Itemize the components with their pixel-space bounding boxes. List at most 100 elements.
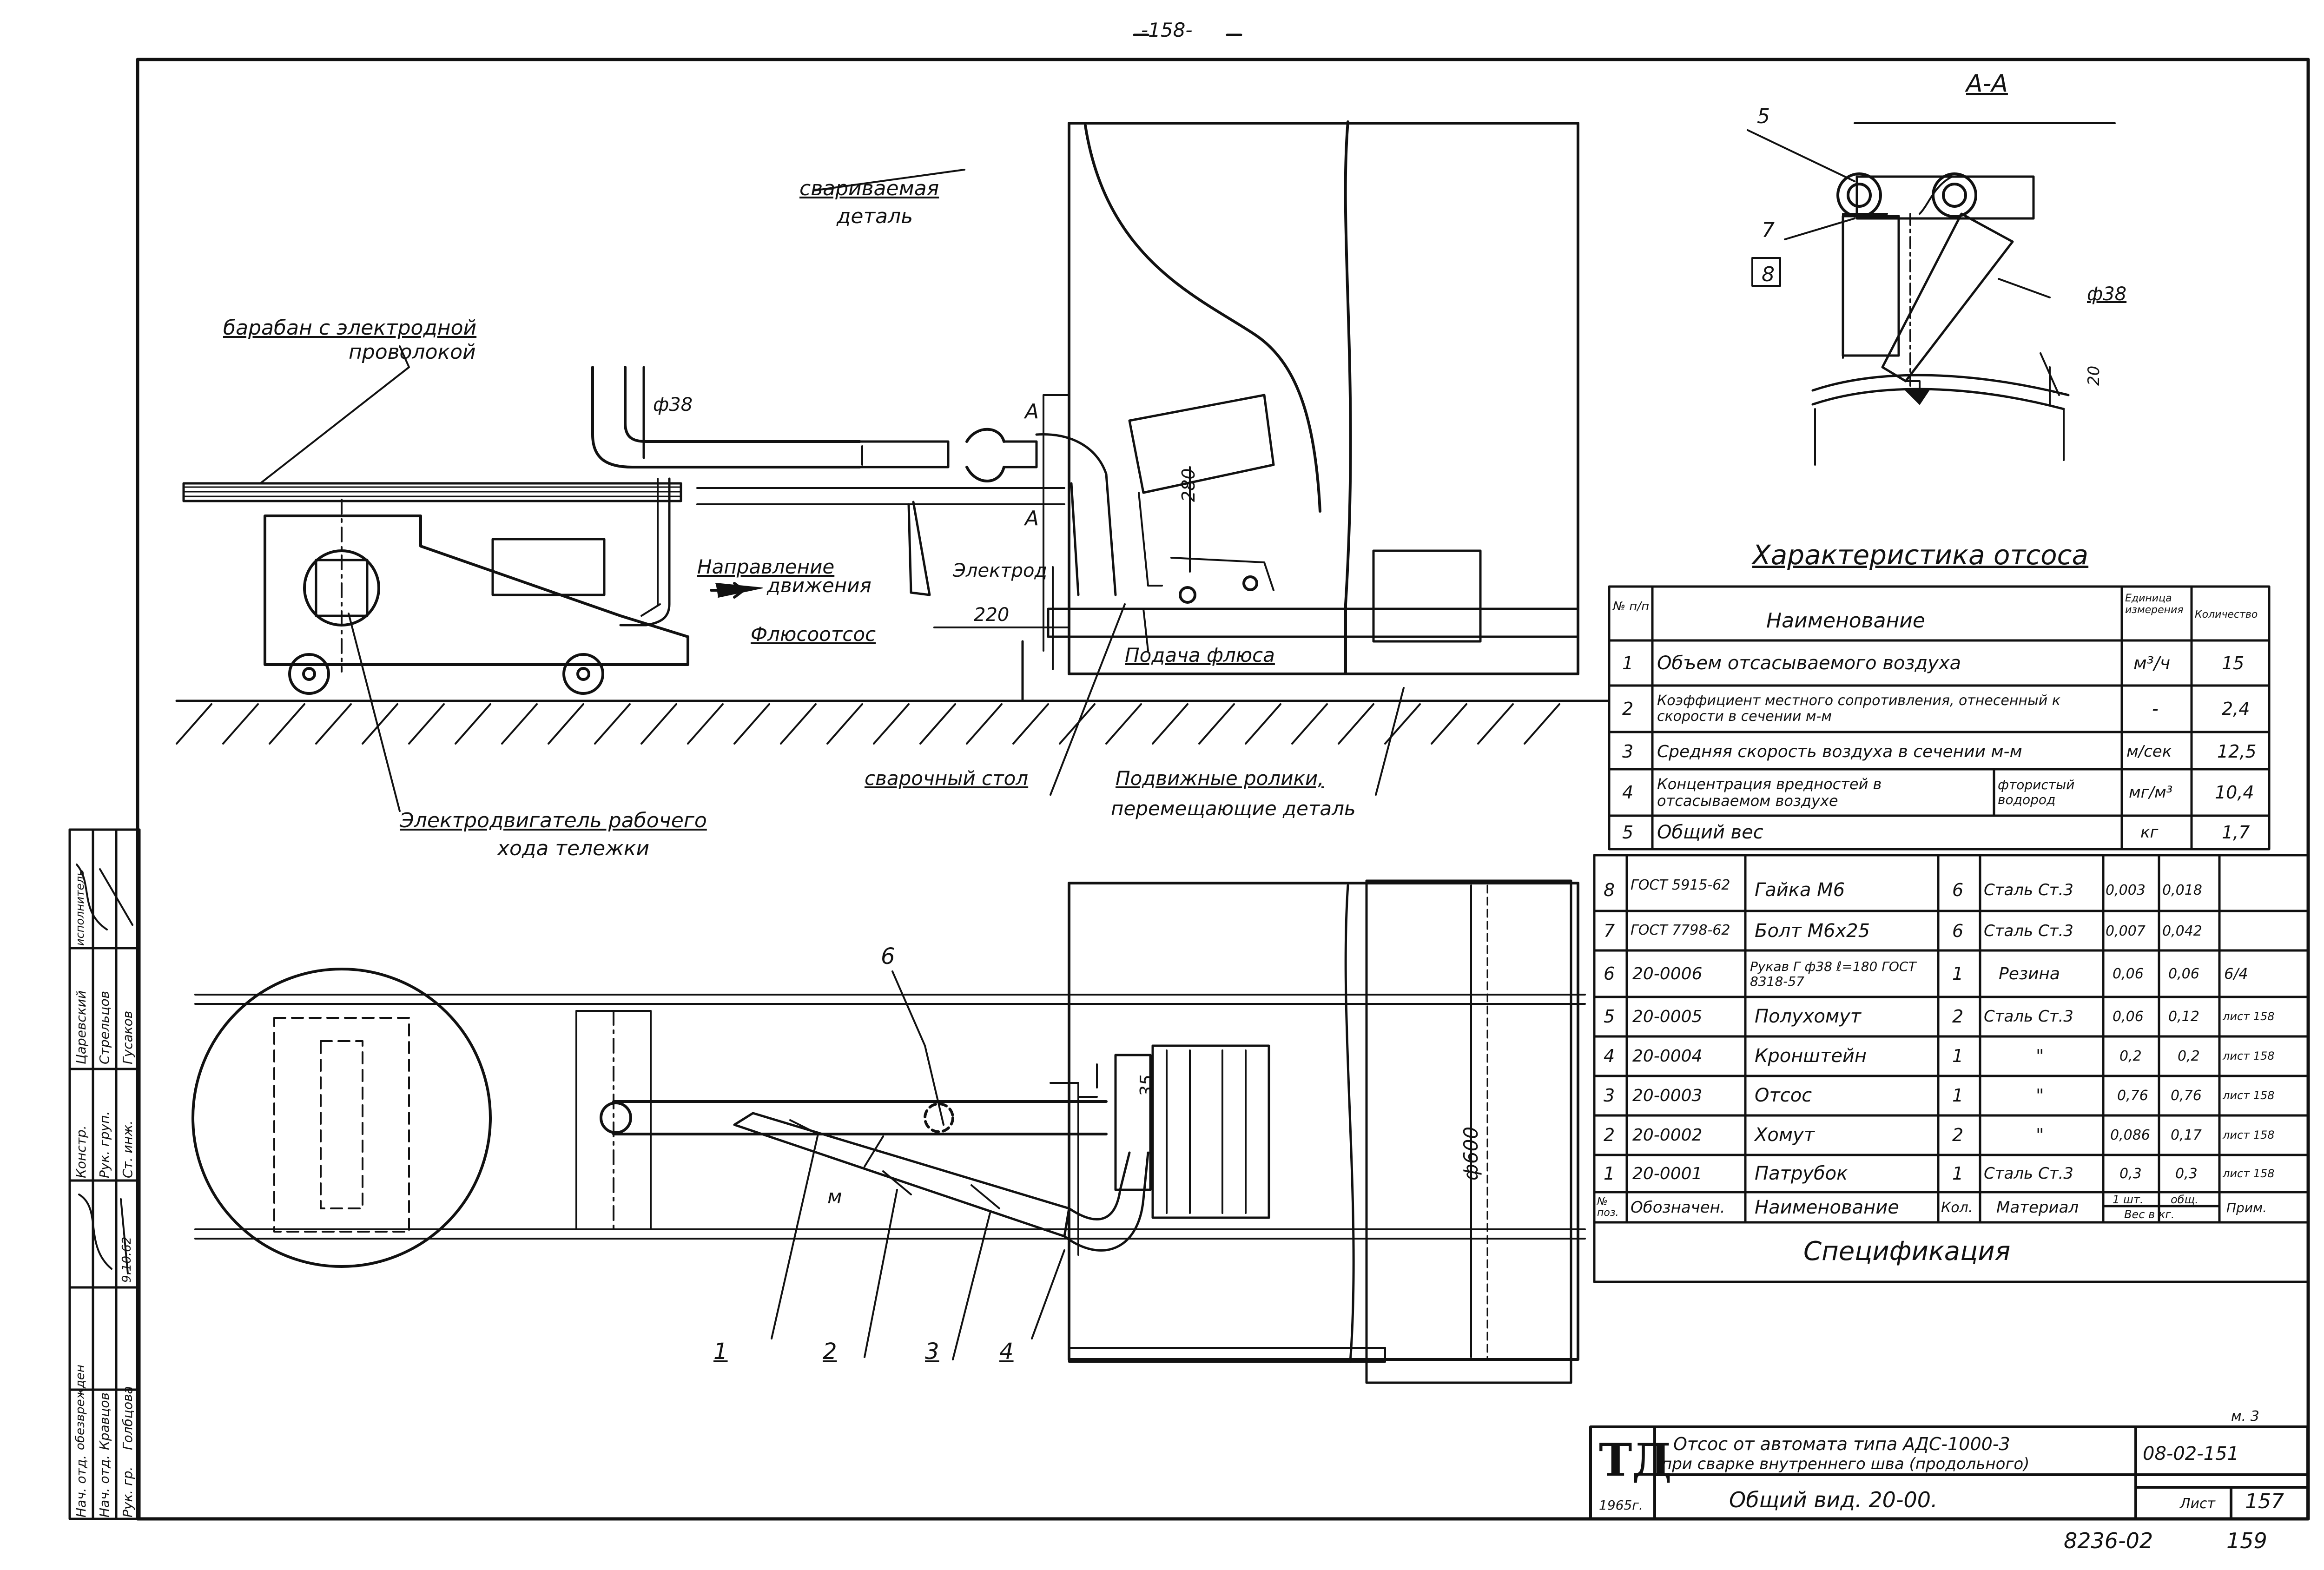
sig-name-tsarevsky: Царевский — [73, 990, 89, 1064]
spec-row-2-pos: 2 — [1604, 1125, 1615, 1145]
spec-row-5-pos: 5 — [1604, 1006, 1615, 1027]
spec-row-8-name: Гайка М6 — [1755, 879, 1845, 901]
dim-280: 280 — [1178, 468, 1199, 502]
spec-row-7-qty: 6 — [1952, 921, 1964, 941]
rollers-label-2: перемещающие деталь — [1111, 797, 1356, 820]
char-row-2-name: Коэффициент местного сопротивления, отне… — [1657, 693, 2060, 725]
plan-view — [193, 881, 1585, 1383]
spec-row-3-w1: 0,76 — [2117, 1087, 2148, 1104]
sig-mark-2: исполнитель — [73, 869, 86, 946]
callout-7: 7 — [1762, 218, 1775, 242]
char-row-3-value: 12,5 — [2217, 741, 2257, 762]
sig-mark-1: обезврежден — [73, 1365, 87, 1450]
section-a-a-title: А-А — [1966, 70, 2008, 98]
callout-5: 5 — [1757, 105, 1770, 128]
callout-6: 6 — [881, 943, 895, 970]
spec-row-3-qty: 1 — [1952, 1085, 1964, 1106]
mm-label: м — [827, 1185, 842, 1208]
spec-row-6-qty: 1 — [1952, 963, 1964, 984]
d38-left-label: ф38 — [653, 394, 693, 416]
char-row-3-num: 3 — [1622, 741, 1634, 762]
specification-table-grid — [1594, 855, 2308, 1282]
page-number-top: -158- — [1141, 19, 1193, 41]
sig-role-konstr: Констр. — [73, 1125, 89, 1178]
spec-row-3-w2: 0,76 — [2171, 1087, 2202, 1104]
spec-row-7-name: Болт М6х25 — [1755, 920, 1870, 942]
char-row-5-unit: кг — [2140, 823, 2159, 842]
title-block-title-1: Отсос от автомата типа АДС-1000-3 — [1673, 1434, 2010, 1454]
title-block-sheet: 157 — [2245, 1490, 2284, 1513]
spec-row-7-designation: ГОСТ 7798-62 — [1631, 922, 1730, 938]
char-row-4-name: Концентрация вредностей в отсасываемом в… — [1657, 775, 1882, 810]
callout-1: 1 — [713, 1339, 728, 1365]
spec-row-7-material: Сталь Ст.3 — [1984, 922, 2073, 940]
char-row-3-name: Средняя скорость воздуха в сечении м-м — [1657, 742, 2022, 761]
spec-row-5-w1: 0,06 — [2113, 1008, 2144, 1025]
spec-row-1-name: Патрубок — [1755, 1163, 1848, 1184]
spec-row-1-pos: 1 — [1604, 1163, 1615, 1184]
callout-3: 3 — [925, 1339, 939, 1365]
spec-row-2-material: " — [2036, 1125, 2044, 1145]
footer-page: 159 — [2226, 1528, 2267, 1553]
char-row-4-unit: мг/м³ — [2129, 783, 2173, 802]
spec-header-weight-label: Вес в кг. — [2124, 1208, 2175, 1221]
spec-row-6-w1: 0,06 — [2113, 965, 2144, 982]
section-a-bottom: А — [1025, 507, 1039, 530]
spec-row-7-pos: 7 — [1604, 921, 1615, 941]
spec-row-3-note: лист 158 — [2223, 1089, 2275, 1102]
char-header-name: Наименование — [1766, 608, 1925, 633]
char-row-2-num: 2 — [1622, 699, 1634, 719]
char-row-5-num: 5 — [1622, 822, 1634, 843]
spec-header-note: Прим. — [2226, 1200, 2267, 1215]
spec-row-8-material: Сталь Ст.3 — [1984, 881, 2073, 899]
spec-row-8-qty: 6 — [1952, 880, 1964, 900]
title-block-sheet-label: Лист — [2180, 1496, 2216, 1512]
spec-row-1-material: Сталь Ст.3 — [1984, 1164, 2073, 1183]
spec-row-5-designation: 20-0005 — [1632, 1007, 1703, 1026]
spec-row-4-material: " — [2036, 1046, 2044, 1066]
spec-header-weight-total: общ. — [2171, 1193, 2199, 1206]
spec-row-3-pos: 3 — [1604, 1085, 1615, 1106]
char-row-4-note: фтористый водород — [1998, 777, 2075, 807]
sig-role-nach-otd-2: Нач. отд. — [97, 1455, 112, 1517]
footer-code: 8236-02 — [2064, 1528, 2153, 1553]
spec-row-4-note: лист 158 — [2223, 1049, 2275, 1062]
spec-row-1-note: лист 158 — [2223, 1167, 2275, 1180]
char-header-unit: Единица измерения — [2125, 593, 2184, 616]
rollers-label-1: Подвижные ролики, — [1116, 767, 1324, 790]
spec-row-5-note: лист 158 — [2223, 1010, 2275, 1023]
char-row-5-value: 1,7 — [2222, 822, 2250, 843]
sig-name-golbtsova: Голбцова — [120, 1386, 135, 1450]
spec-row-6-w2: 0,06 — [2168, 965, 2199, 982]
title-block-grid — [1591, 1427, 2308, 1519]
spec-row-6-pos: 6 — [1604, 963, 1615, 984]
welded-part-label-2: деталь — [837, 204, 913, 228]
signature-strip-grid — [70, 830, 139, 1519]
spec-row-5-material: Сталь Ст.3 — [1984, 1007, 2073, 1026]
spec-row-7-w1: 0,007 — [2106, 923, 2146, 939]
title-block-scale: м. 3 — [2231, 1408, 2259, 1425]
spec-row-4-qty: 1 — [1952, 1046, 1964, 1066]
spec-header-weight-unit: 1 шт. — [2113, 1193, 2144, 1206]
spec-row-2-note: лист 158 — [2223, 1128, 2275, 1141]
sig-role-ruk-gr: Рук. гр. — [120, 1466, 135, 1517]
spec-row-6-name: Рукав Г ф38 ℓ=180 ГОСТ 8318-57 — [1750, 958, 1916, 989]
spec-row-5-qty: 2 — [1952, 1006, 1964, 1027]
title-block-subtitle: Общий вид. 20-00. — [1729, 1487, 1938, 1512]
flux-feed-label: Подача флюса — [1125, 644, 1275, 666]
spec-row-2-designation: 20-0002 — [1632, 1125, 1703, 1145]
motor-label-1: Электродвигатель рабочего — [400, 809, 707, 832]
char-row-1-unit: м³/ч — [2133, 653, 2171, 673]
welding-table-label: сварочный стол — [865, 767, 1029, 790]
sig-mark-date: 9.10.62 — [120, 1236, 134, 1283]
electrode-label: Электрод — [953, 560, 1048, 581]
char-row-3-unit: м/сек — [2126, 742, 2172, 761]
direction-label-1: Направление — [697, 555, 835, 578]
title-block-year: 1965г. — [1599, 1497, 1643, 1513]
spec-row-6-note: 6/4 — [2224, 965, 2248, 983]
flux-suction-label: Флюсоотсос — [751, 623, 876, 646]
sig-name-streltsov: Стрельцов — [97, 991, 112, 1064]
spec-row-4-w1: 0,2 — [2119, 1048, 2142, 1064]
callout-4: 4 — [999, 1339, 1014, 1365]
